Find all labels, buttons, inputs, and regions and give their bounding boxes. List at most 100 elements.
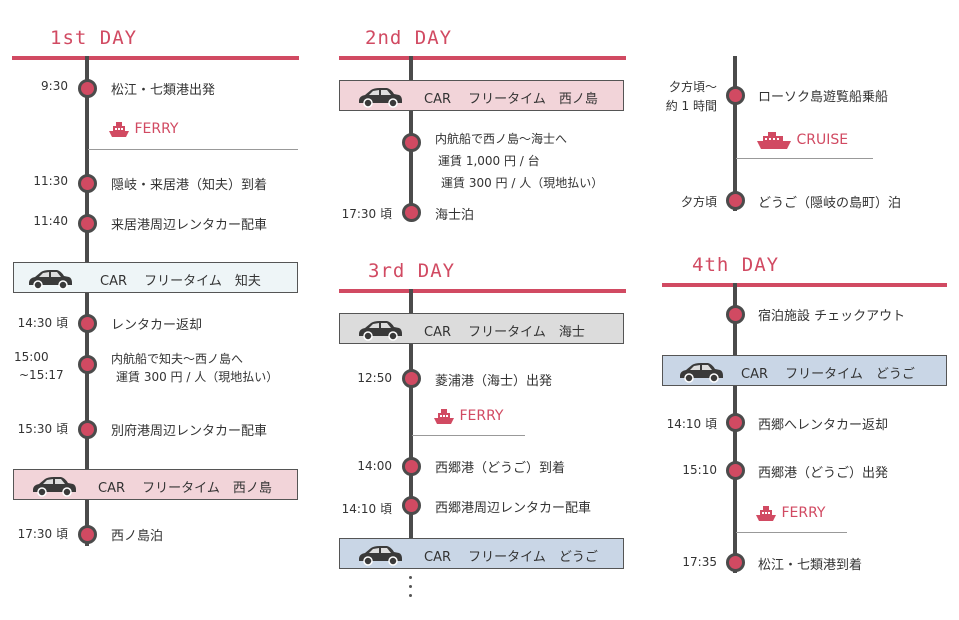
car-bar-label: CAR フリータイム 知夫: [100, 274, 261, 289]
timeline-dot: [726, 191, 745, 210]
day1-event-4: レンタカー返却: [111, 318, 203, 333]
car-bar-label: CAR フリータイム 西ノ島: [424, 92, 598, 107]
ship-icon: [109, 122, 129, 137]
timeline-dot: [726, 413, 745, 432]
day1-time-3: 11:40: [33, 214, 68, 228]
day1-event-5b: 運賃 300 円 / 人（現地払い）: [116, 370, 279, 384]
ship-icon: [756, 506, 776, 521]
timeline-dot: [726, 553, 745, 572]
day1-event-7: 西ノ島泊: [111, 529, 164, 544]
timeline-dot: [402, 496, 421, 515]
day1-timeline: [85, 56, 89, 546]
day4-car-bar: CAR フリータイム どうご: [662, 355, 947, 386]
cruise-label: CRUISE: [756, 129, 848, 151]
day2-time-2: 17:30 頃: [341, 207, 392, 221]
day2-event-1a: 内航船で西ノ島～海士へ: [435, 132, 568, 146]
day1-car-bar-2: CAR フリータイム 西ノ島: [13, 469, 298, 500]
day4-rule: [662, 283, 947, 287]
day1-event-5a: 内航船で知夫～西ノ島へ: [111, 352, 244, 366]
car-icon: [33, 477, 76, 497]
day3-event-1: 菱浦港（海士）出発: [435, 374, 553, 389]
car-bar-label: CAR フリータイム どうご: [741, 367, 915, 382]
divider: [88, 149, 298, 150]
day1-event-6: 別府港周辺レンタカー配車: [111, 424, 268, 439]
day3-event-2: 西郷港（どうご）到着: [435, 461, 566, 476]
car-icon: [680, 363, 723, 383]
day2-rule: [339, 56, 626, 60]
day3cont-time-2: 夕方頃: [680, 195, 717, 209]
day4-event-2: 西郷へレンタカー返却: [758, 418, 889, 433]
timeline-dot: [78, 79, 97, 98]
day1-time-6: 15:30 頃: [17, 422, 68, 436]
day3-time-2: 14:00: [357, 459, 392, 473]
day2-timeline: [409, 111, 413, 211]
timeline-dot: [726, 305, 745, 324]
divider: [736, 532, 847, 533]
ship-icon: [757, 132, 791, 149]
day1-time-5b: ~15:17: [19, 368, 64, 382]
day3-car-bar-1: CAR フリータイム 海士: [339, 313, 624, 344]
timeline-dot: [726, 461, 745, 480]
timeline-dot: [78, 174, 97, 193]
day4-title: 4th DAY: [692, 254, 780, 276]
day4-time-4: 17:35: [682, 555, 717, 569]
day3-title: 3rd DAY: [368, 260, 456, 282]
day3-ferry-label: FERRY: [433, 407, 503, 425]
divider: [736, 158, 873, 159]
day4-event-4: 松江・七類港到着: [758, 558, 863, 573]
day1-event-2: 隠岐・来居港（知夫）到着: [111, 178, 268, 193]
day2-title: 2nd DAY: [365, 27, 453, 49]
timeline-dot: [78, 314, 97, 333]
ship-icon: [434, 409, 454, 424]
day1-rule: [12, 56, 299, 60]
day1-time-7: 17:30 頃: [17, 527, 68, 541]
day2-car-bar: CAR フリータイム 西ノ島: [339, 80, 624, 111]
day4-time-2: 14:10 頃: [666, 417, 717, 431]
ferry-text: FERRY: [459, 408, 504, 424]
day3-event-3: 西郷港周辺レンタカー配車: [435, 501, 592, 516]
car-icon: [359, 546, 402, 566]
timeline-dot: [78, 355, 97, 374]
day3cont-event-1: ローソク島遊覧船乗船: [758, 90, 889, 105]
car-icon: [29, 270, 72, 290]
day3cont-time-1a: 夕方頃～: [668, 80, 717, 94]
day4-ferry-label: FERRY: [755, 504, 825, 522]
timeline-dot: [402, 369, 421, 388]
day2-event-2: 海士泊: [435, 208, 475, 223]
day1-time-2: 11:30: [33, 174, 68, 188]
day4-time-3: 15:10: [682, 463, 717, 477]
ferry-text: FERRY: [134, 121, 179, 137]
day3-car-bar-2: CAR フリータイム どうご: [339, 538, 624, 569]
day1-ferry-label: FERRY: [108, 120, 178, 138]
day3-time-3: 14:10 頃: [341, 502, 392, 516]
car-bar-label: CAR フリータイム どうご: [424, 550, 598, 565]
day3-timeline: [409, 289, 413, 554]
car-icon: [359, 321, 402, 341]
day1-event-3: 来居港周辺レンタカー配車: [111, 218, 268, 233]
ferry-text: FERRY: [781, 505, 826, 521]
timeline-dot: [78, 420, 97, 439]
day1-event-1: 松江・七類港出発: [111, 83, 216, 98]
day1-time-4: 14:30 頃: [17, 316, 68, 330]
timeline-dot: [726, 86, 745, 105]
car-bar-label: CAR フリータイム 海士: [424, 325, 585, 340]
divider: [412, 435, 525, 436]
timeline-dot: [78, 214, 97, 233]
day1-time-1: 9:30: [41, 79, 68, 93]
day3cont-event-2: どうご（隠岐の島町）泊: [758, 196, 902, 211]
day4-event-1: 宿泊施設 チェックアウト: [758, 309, 906, 324]
continuation-dots: [409, 576, 413, 603]
timeline-dot: [402, 133, 421, 152]
day2-event-1c: 運賃 300 円 / 人（現地払い）: [441, 176, 604, 190]
car-bar-label: CAR フリータイム 西ノ島: [98, 481, 272, 496]
day1-time-5a: 15:00: [14, 350, 49, 364]
car-icon: [359, 88, 402, 108]
day1-title: 1st DAY: [50, 27, 138, 49]
timeline-dot: [78, 525, 97, 544]
timeline-dot: [402, 457, 421, 476]
day4-event-3: 西郷港（どうご）出発: [758, 466, 889, 481]
day2-timeline-top: [409, 56, 413, 86]
day3-time-1: 12:50: [357, 371, 392, 385]
day2-event-1b: 運賃 1,000 円 / 台: [438, 154, 540, 168]
day3cont-timeline: [733, 56, 737, 211]
